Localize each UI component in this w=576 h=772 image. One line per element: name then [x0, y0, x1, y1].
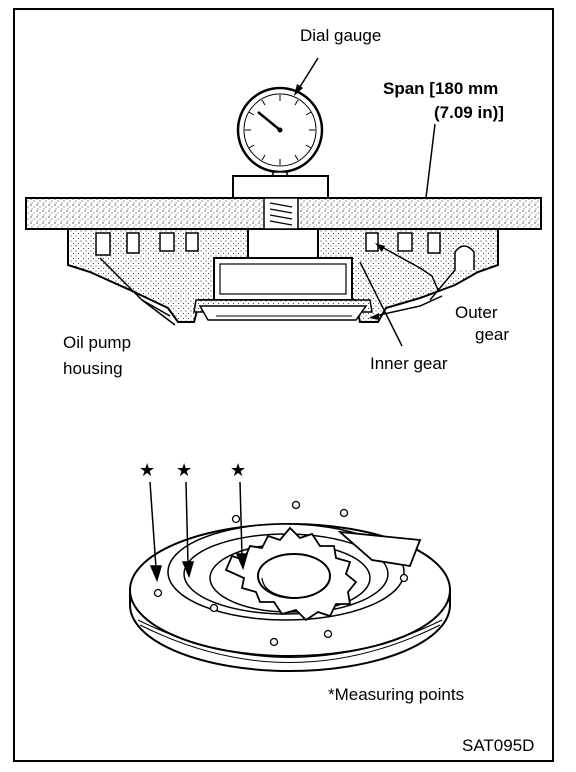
figure-code: SAT095D [462, 736, 534, 755]
oil-pump-housing-label-line1: Oil pump [63, 333, 131, 352]
pump-gears-section [193, 257, 373, 321]
inner-gear-label: Inner gear [370, 354, 448, 373]
oil-pump-housing-label-line2: housing [63, 359, 123, 378]
dial-gauge [236, 86, 324, 179]
oil-pump-top-view [129, 500, 451, 672]
dial-gauge-label: Dial gauge [300, 26, 381, 45]
leader-lines [141, 57, 443, 347]
straight-edge [25, 197, 542, 230]
leader-arrowheads [294, 84, 385, 320]
star-marker-2: ★ [176, 460, 192, 481]
measuring-point-stars: ★ ★ ★ [139, 460, 246, 481]
oil-pump-housing-section [67, 228, 499, 323]
outer-gear-label-line1: Outer [455, 303, 498, 322]
dial-gauge-base [232, 175, 329, 199]
star-marker-1: ★ [139, 460, 155, 481]
span-label-line1: Span [180 mm [383, 79, 498, 98]
star-marker-3: ★ [230, 460, 246, 481]
measuring-points-label: *Measuring points [328, 685, 464, 704]
measuring-point-arrows [149, 481, 248, 583]
outer-gear-label-line2: gear [475, 325, 509, 344]
span-label-line2: (7.09 in)] [434, 103, 504, 122]
